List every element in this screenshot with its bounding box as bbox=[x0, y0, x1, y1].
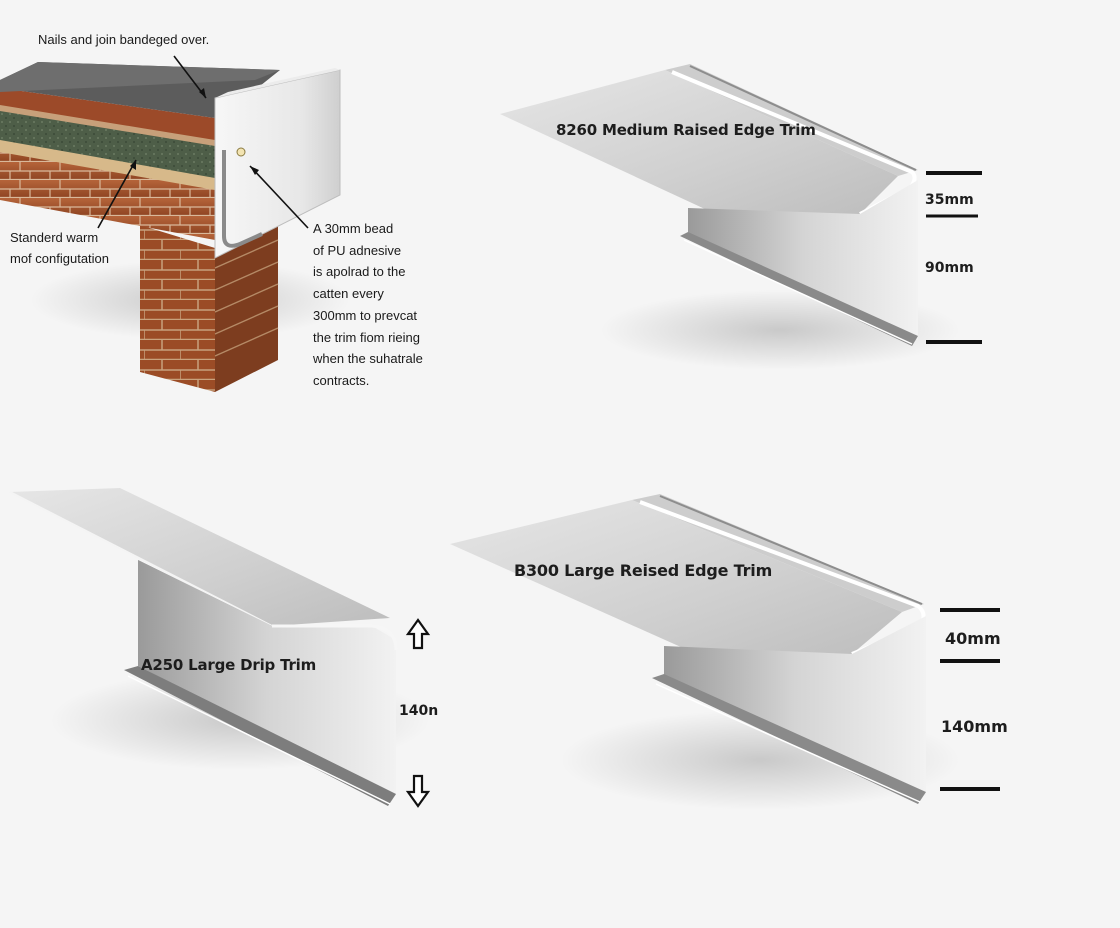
medium-raised-edge-trim-illustration bbox=[500, 64, 982, 370]
dimension-label-140n: 140n bbox=[399, 703, 439, 719]
trim-title-b300: B300 Large Reised Edge Trim bbox=[514, 561, 773, 580]
dimension-label-140mm: 140mm bbox=[941, 717, 1008, 736]
top-note-label: Nails and join bandeged over. bbox=[38, 32, 210, 47]
large-drip-trim-illustration bbox=[9, 488, 431, 808]
up-arrow-icon bbox=[405, 618, 431, 650]
dimension-label-90mm: 90mm bbox=[925, 260, 974, 276]
large-raised-edge-trim-illustration bbox=[450, 494, 1000, 810]
trim-title-a250: A250 Large Drip Trim bbox=[141, 656, 317, 674]
roof-section-illustration bbox=[0, 55, 350, 392]
dimension-label-40mm: 40mm bbox=[945, 629, 1001, 648]
roof-configuration-label: Standerd warm mof configutation bbox=[10, 230, 110, 266]
down-arrow-icon bbox=[405, 774, 431, 808]
dimension-label-35mm: 35mm bbox=[925, 192, 974, 208]
trim-title-8260: 8260 Medium Raised Edge Trim bbox=[556, 121, 816, 139]
adhesive-note-label: A 30mm bead of PU adnesive is apolrad to… bbox=[313, 221, 423, 388]
